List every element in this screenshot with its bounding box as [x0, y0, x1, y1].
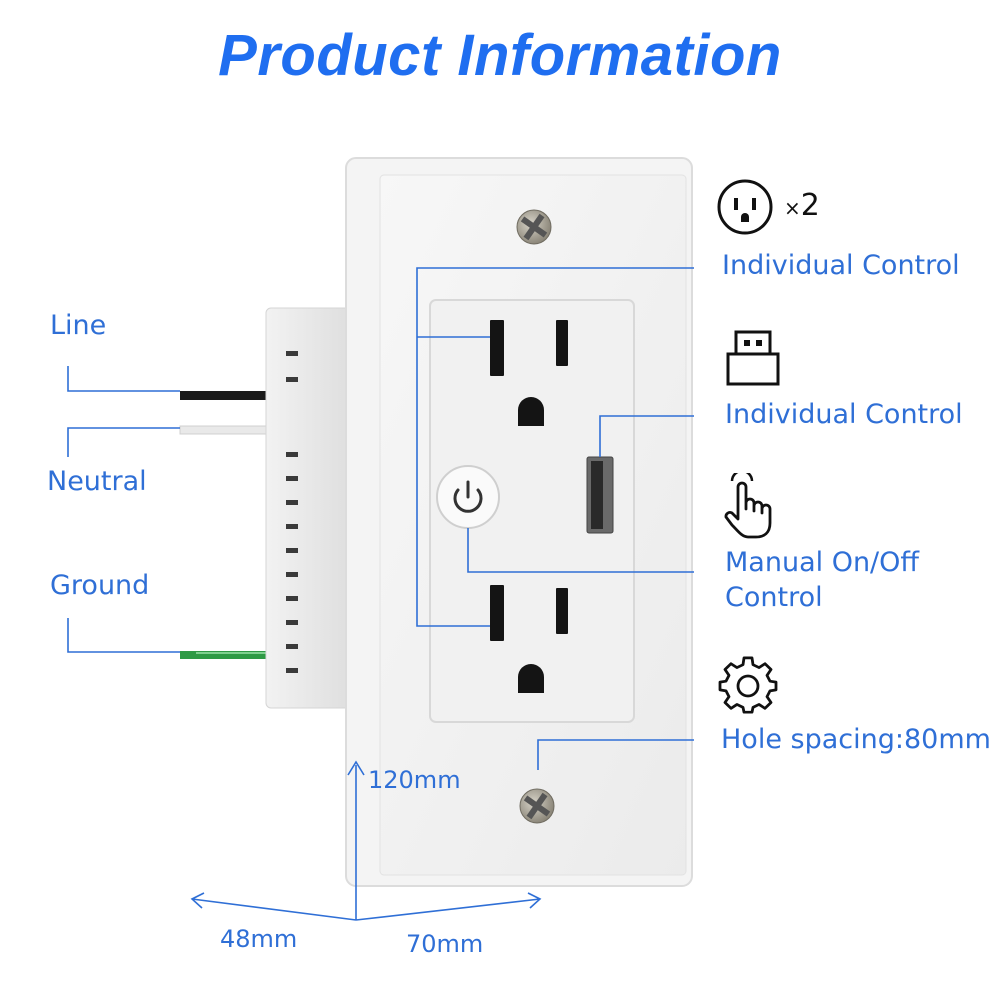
outlet-count: ×2 — [784, 188, 820, 223]
depth-dimension-label: 48mm — [220, 925, 298, 953]
top-screw — [516, 209, 552, 245]
top-receptacle — [490, 320, 568, 426]
dimension-arrows — [190, 760, 542, 921]
wall-plate — [345, 157, 693, 887]
bottom-screw — [519, 788, 555, 824]
ground-label: Ground — [50, 570, 150, 601]
neutral-wire — [179, 425, 273, 435]
outlet-icon — [717, 179, 773, 235]
manual-control-label-line1: Manual On/Off — [725, 547, 920, 578]
usb-port — [586, 456, 614, 534]
hole-spacing-label: Hole spacing:80mm — [721, 724, 991, 755]
usb-icon — [726, 330, 780, 386]
hand-press-icon — [724, 473, 772, 539]
ground-wire — [180, 651, 272, 659]
individual-control-outlets-label: Individual Control — [722, 250, 960, 281]
line-wire — [180, 391, 272, 400]
bottom-receptacle — [490, 585, 568, 693]
wires — [179, 391, 273, 659]
page-title: Product Information — [218, 23, 782, 88]
gear-icon — [718, 656, 778, 714]
height-dimension-label: 120mm — [368, 766, 461, 794]
side-vents — [286, 351, 298, 673]
outlet-side-body — [265, 307, 353, 709]
manual-control-label-line2: Control — [725, 582, 823, 613]
power-button — [436, 465, 500, 529]
multiplier-sign: × — [784, 196, 801, 220]
count-value: 2 — [800, 188, 820, 223]
neutral-label: Neutral — [47, 466, 147, 497]
callout-lines — [67, 267, 694, 770]
line-label: Line — [50, 310, 107, 341]
width-dimension-label: 70mm — [406, 930, 484, 958]
individual-control-usb-label: Individual Control — [725, 399, 963, 430]
